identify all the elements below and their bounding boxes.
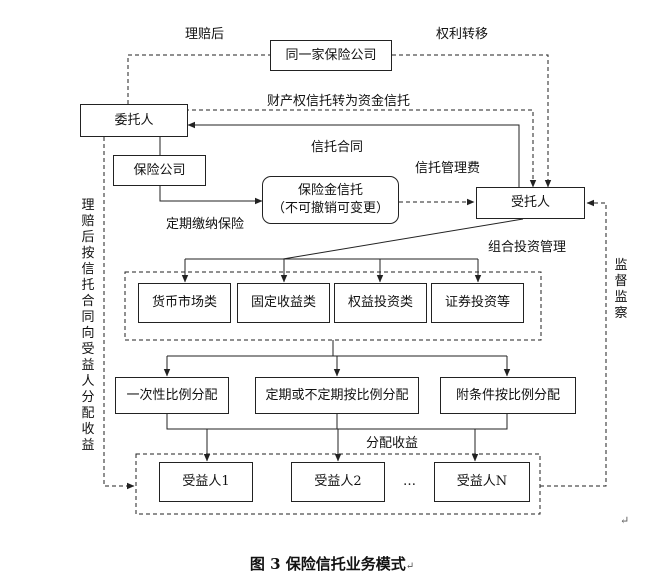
connector-after-claim [127,54,270,104]
connector-supervision [540,199,607,487]
paragraph-mark: ↵ [620,514,630,527]
label-right-vertical: 监督监察 [614,258,628,321]
connector-premium [159,186,263,205]
figure-caption: 图 3 保险信托业务模式↵ [0,553,664,574]
fund-trust-title: 保险金信托 [297,183,363,199]
label-rights-transfer: 权利转移 [436,27,489,42]
settlor-box: 委托人 [80,104,188,137]
invest-group-frame [124,271,542,341]
beneficiary-box-2: 受益人2 [291,462,385,502]
distribution-box-periodic: 定期或不定期按比例分配 [255,377,419,414]
label-left-vertical: 理赔后按信托合同向受益人分配收益 [81,198,95,453]
connector-property-to-fund [185,109,537,188]
label-after-claim: 理赔后 [185,27,225,42]
connector-portfolio [185,218,524,260]
distribution-box-conditional: 附条件按比例分配 [440,377,576,414]
beneficiary-box-1: 受益人1 [159,462,253,502]
connector-rights-transfer [392,54,552,188]
trustee-box: 受托人 [476,187,585,219]
insurer-box: 保险公司 [113,155,206,186]
connector-trust-contract [187,121,520,187]
invest-box-securities: 证券投资等 [431,283,524,323]
connector-left-claim [103,137,135,490]
invest-box-money-market: 货币市场类 [138,283,231,323]
beneficiary-group-frame [135,453,541,515]
connector-distribute-income [166,414,508,430]
label-trust-contract: 信托合同 [311,140,364,155]
invest-box-fixed-income: 固定收益类 [237,283,330,323]
invest-box-equity: 权益投资类 [334,283,427,323]
fund-trust-subtitle: （不可撤销可变更） [271,201,389,216]
distribution-box-lump-sum: 一次性比例分配 [115,377,229,414]
figure-caption-text: 图 3 保险信托业务模式 [249,555,406,573]
insurance-fund-trust-box: 保险金信托 （不可撤销可变更） [262,176,399,224]
label-trust-fee: 信托管理费 [415,161,481,176]
label-premium: 定期缴纳保险 [166,217,245,232]
caption-paragraph-mark: ↵ [405,561,415,572]
label-distribute-income: 分配收益 [366,436,419,451]
label-portfolio: 组合投资管理 [488,240,567,255]
beneficiary-box-n: 受益人N [434,462,530,502]
beneficiary-ellipsis: … [403,474,416,489]
connector-to-distribution [167,340,507,357]
label-property-to-fund: 财产权信托转为资金信托 [267,94,411,109]
same-insurer-box: 同一家保险公司 [270,40,392,71]
